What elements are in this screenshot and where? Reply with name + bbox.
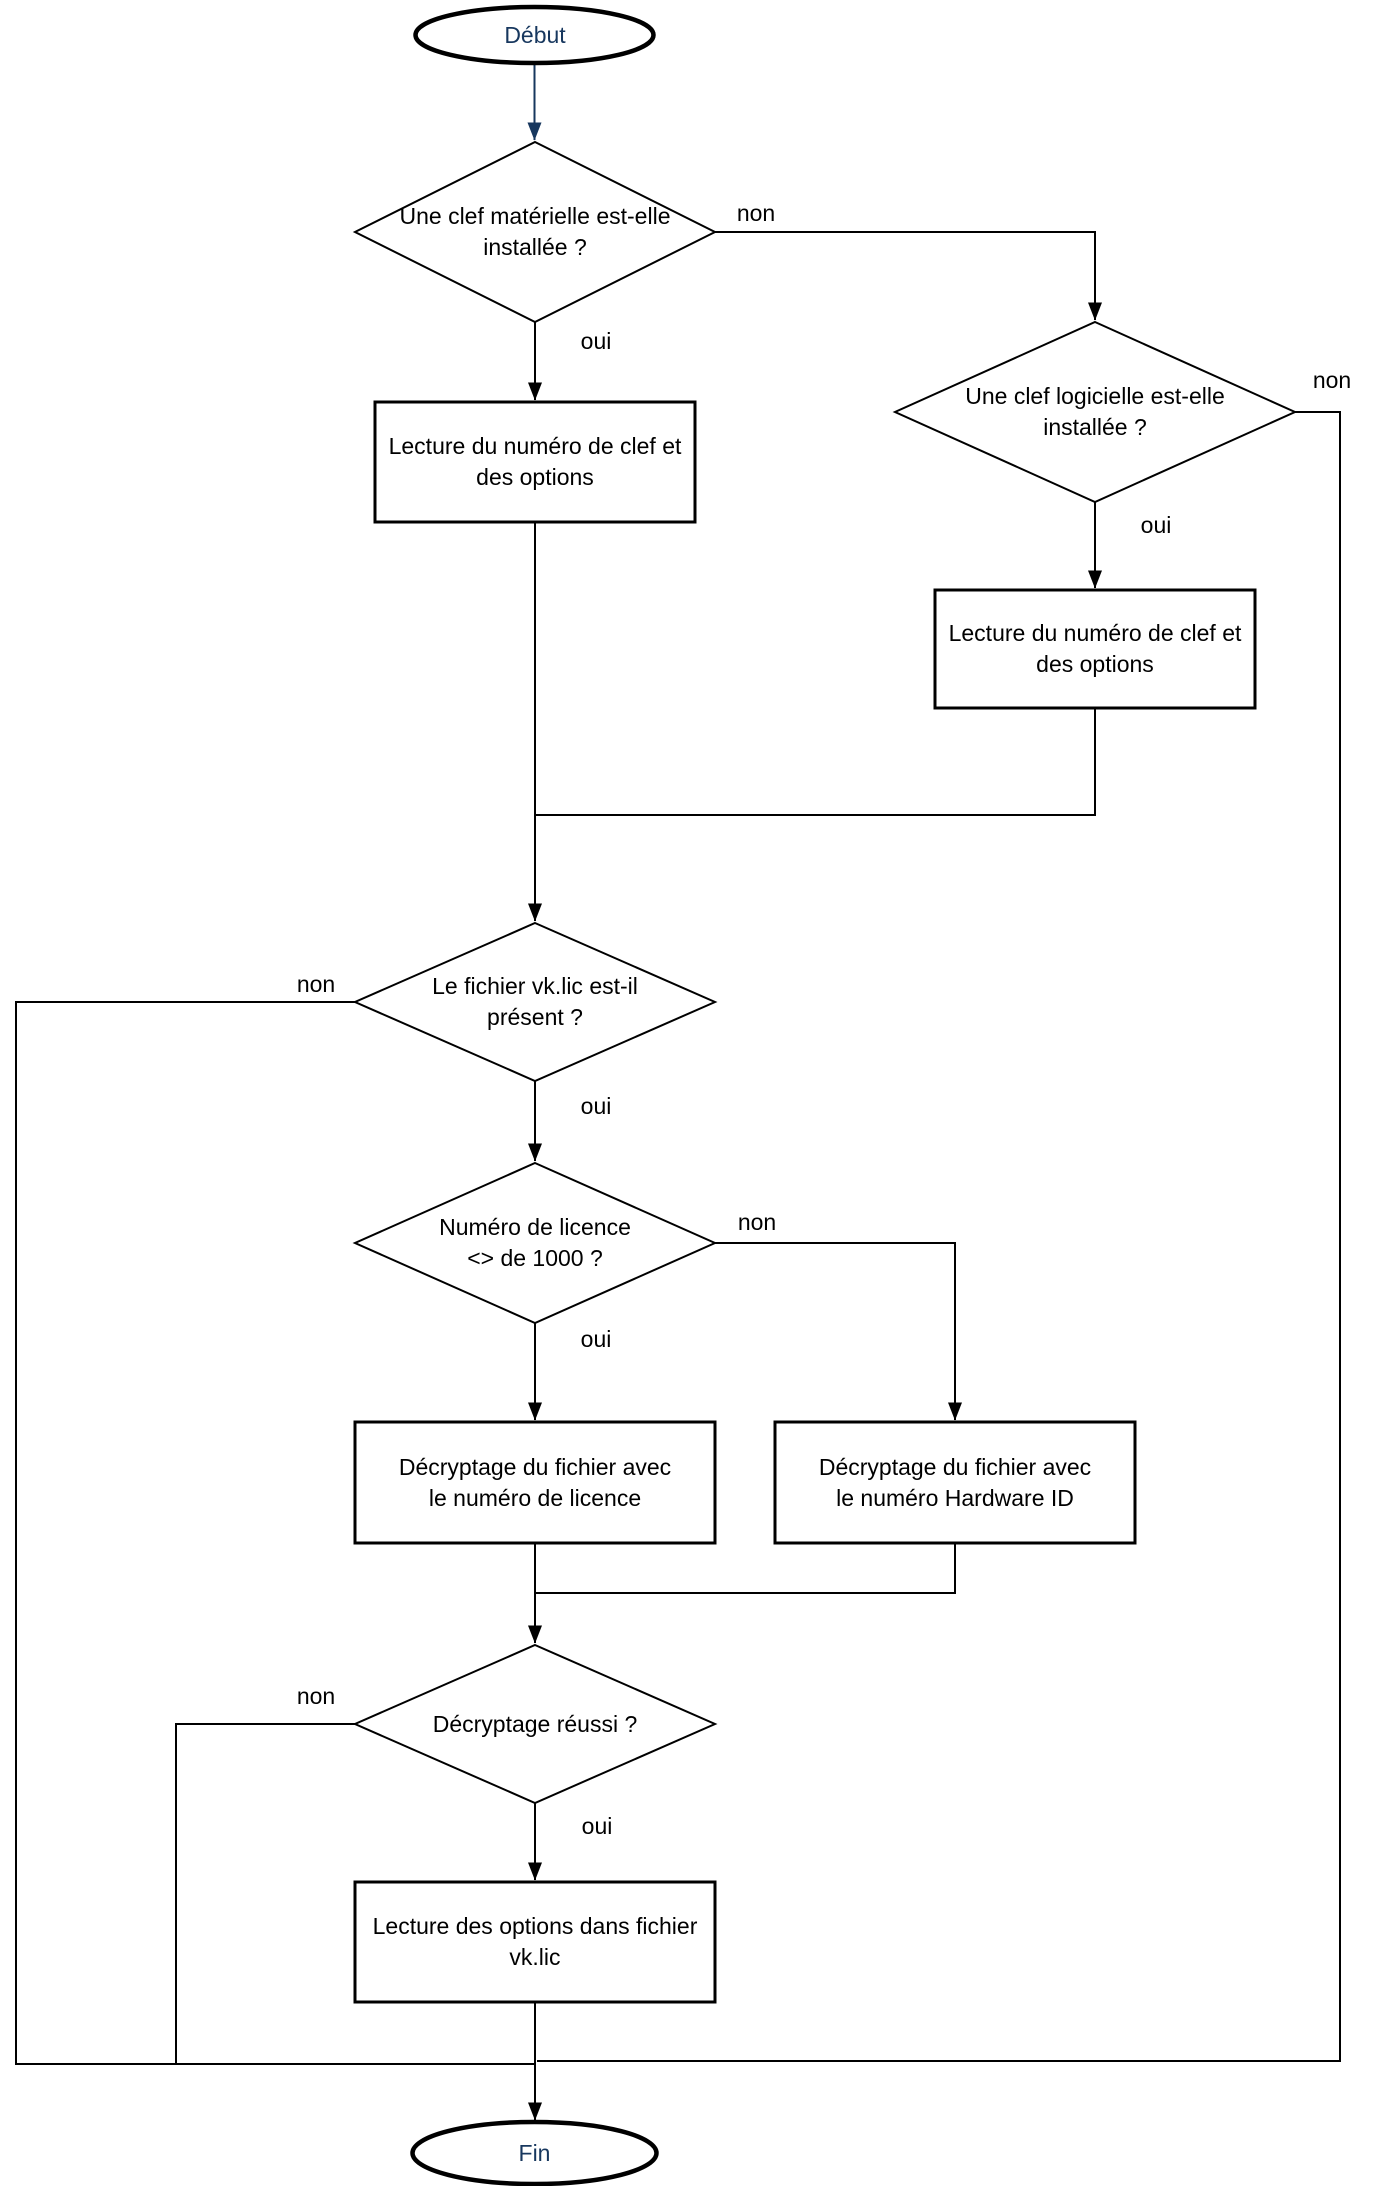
decision-software-key-shape: [892, 320, 1298, 504]
start-terminator-shape: [413, 4, 656, 66]
decision-vklic-present-shape: [352, 921, 718, 1083]
decision-license-number-shape: [352, 1161, 718, 1325]
edge-decrypt-non-return: [175, 1723, 355, 2064]
process-read-key-sw-shape: [933, 588, 1257, 710]
edge-hardware-non: [715, 231, 1102, 321]
process-decrypt-license-shape: [353, 1420, 717, 1545]
decision-hardware-key-shape: [352, 140, 718, 324]
process-decrypt-hwid-shape: [773, 1420, 1137, 1545]
end-terminator-shape: [410, 2119, 659, 2186]
edge-readkey-sw-merge: [536, 708, 1096, 816]
edge-software-non-return: [537, 411, 1341, 2062]
edge-vklic-non-return: [15, 1001, 534, 2065]
process-read-options-shape: [353, 1880, 717, 2004]
process-read-key-hw-shape: [373, 400, 697, 524]
edge-decrypt-hwid-merge: [536, 1543, 956, 1594]
decision-decrypt-success-shape: [352, 1643, 718, 1805]
edge-license-non: [715, 1242, 962, 1421]
